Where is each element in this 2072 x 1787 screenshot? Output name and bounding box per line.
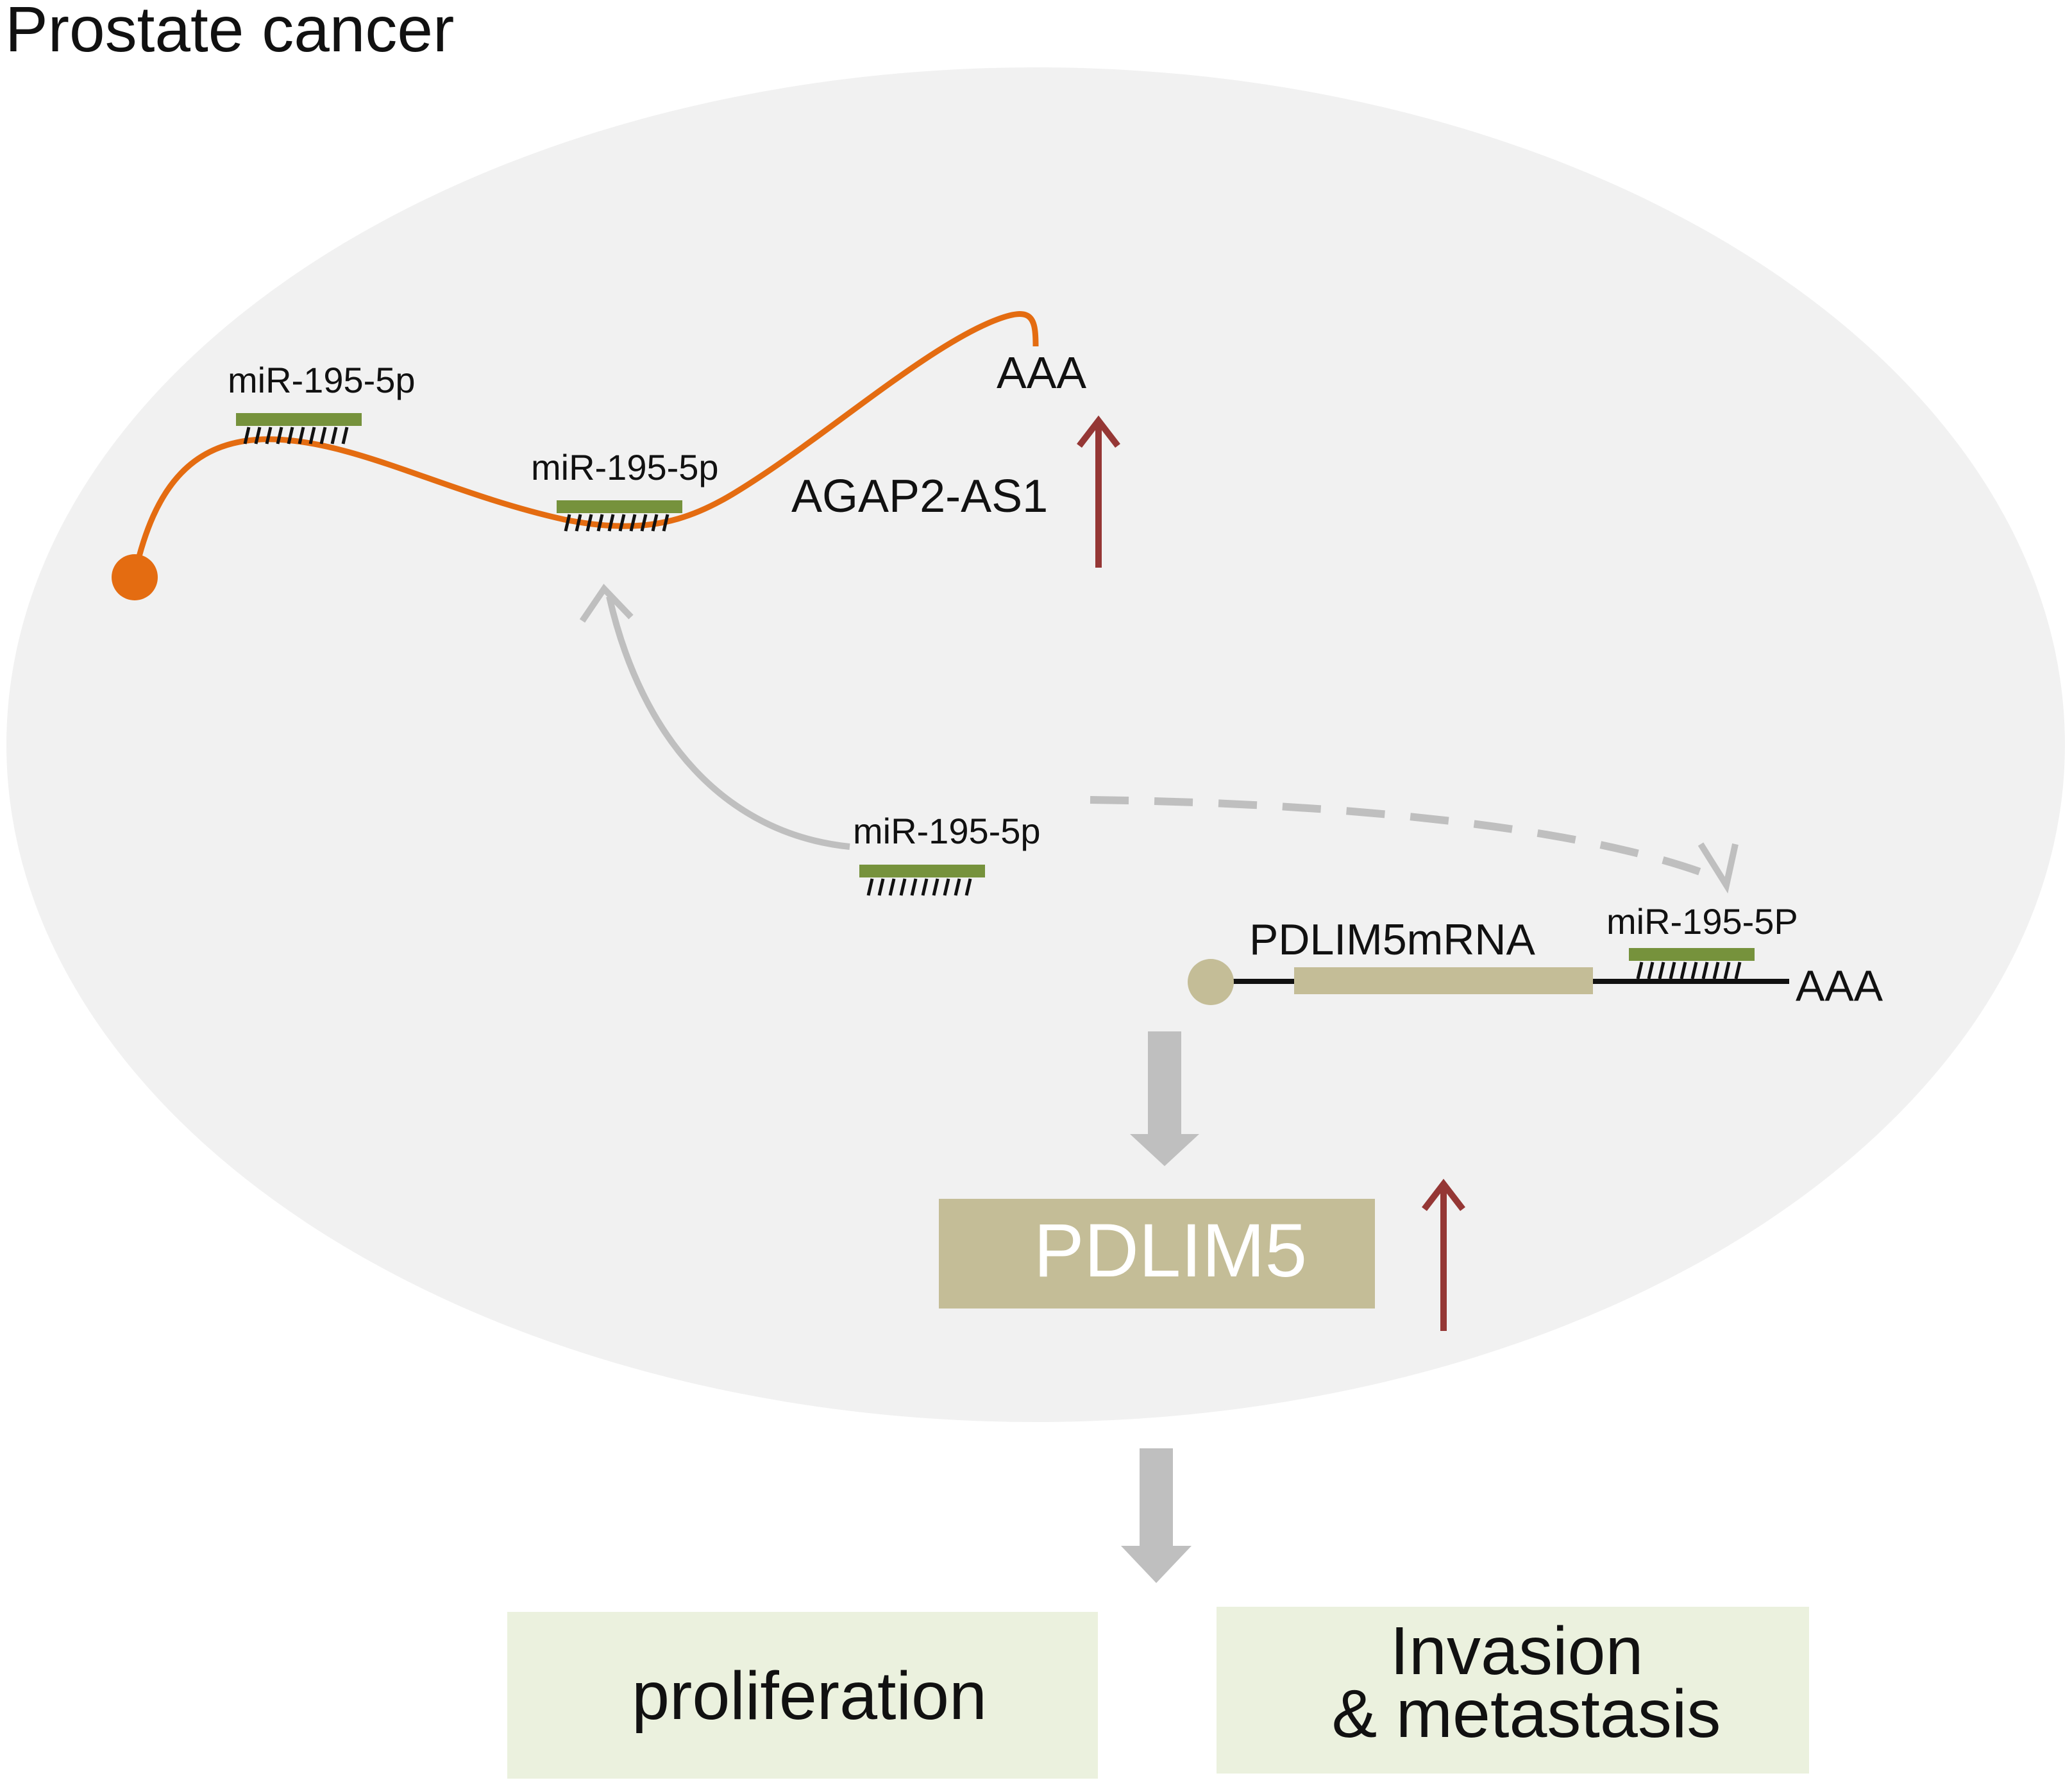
mrna-5prime-cap	[1188, 959, 1234, 1005]
mrna-poly-a: AAA	[1796, 961, 1883, 1010]
figure-title: Prostate cancer	[5, 0, 454, 65]
mrna-name: PDLIM5mRNA	[1249, 915, 1535, 964]
proliferation-label: proliferation	[632, 1658, 987, 1734]
invasion-label: Invasion	[1390, 1613, 1644, 1689]
outcome-arrow	[1121, 1448, 1192, 1583]
translation-arrow	[1130, 1031, 1199, 1166]
pdlim5-upregulated-arrow	[1422, 1178, 1465, 1331]
lncrna-poly-a: AAA	[997, 348, 1086, 398]
mrna-coding-region	[1294, 967, 1593, 994]
bound-mirna-2-label: miR-195-5p	[531, 447, 719, 487]
proliferation-box: proliferation	[507, 1612, 1098, 1779]
pdlim5-protein: PDLIM5	[939, 1199, 1375, 1308]
pdlim5-mrna	[1188, 959, 1789, 1005]
pdlim5-protein-label: PDLIM5	[1034, 1208, 1307, 1293]
dashed-targeting-arrow	[1090, 796, 1739, 894]
agap2-as1-upregulated-arrow	[1077, 415, 1120, 568]
mrna-bound-mirna-label: miR-195-5P	[1606, 901, 1798, 942]
cell-ellipse	[6, 67, 2065, 1422]
lncrna-name: AGAP2-AS1	[791, 471, 1048, 522]
lncrna-5prime-cap	[112, 554, 158, 600]
bound-mirna-1-label: miR-195-5p	[228, 360, 416, 400]
sponge-arrow	[579, 584, 850, 850]
free-mirna-label: miR-195-5p	[853, 811, 1041, 851]
invasion-metastasis-box: Invasion & metastasis	[1217, 1607, 1809, 1774]
metastasis-label: & metastasis	[1332, 1676, 1721, 1752]
